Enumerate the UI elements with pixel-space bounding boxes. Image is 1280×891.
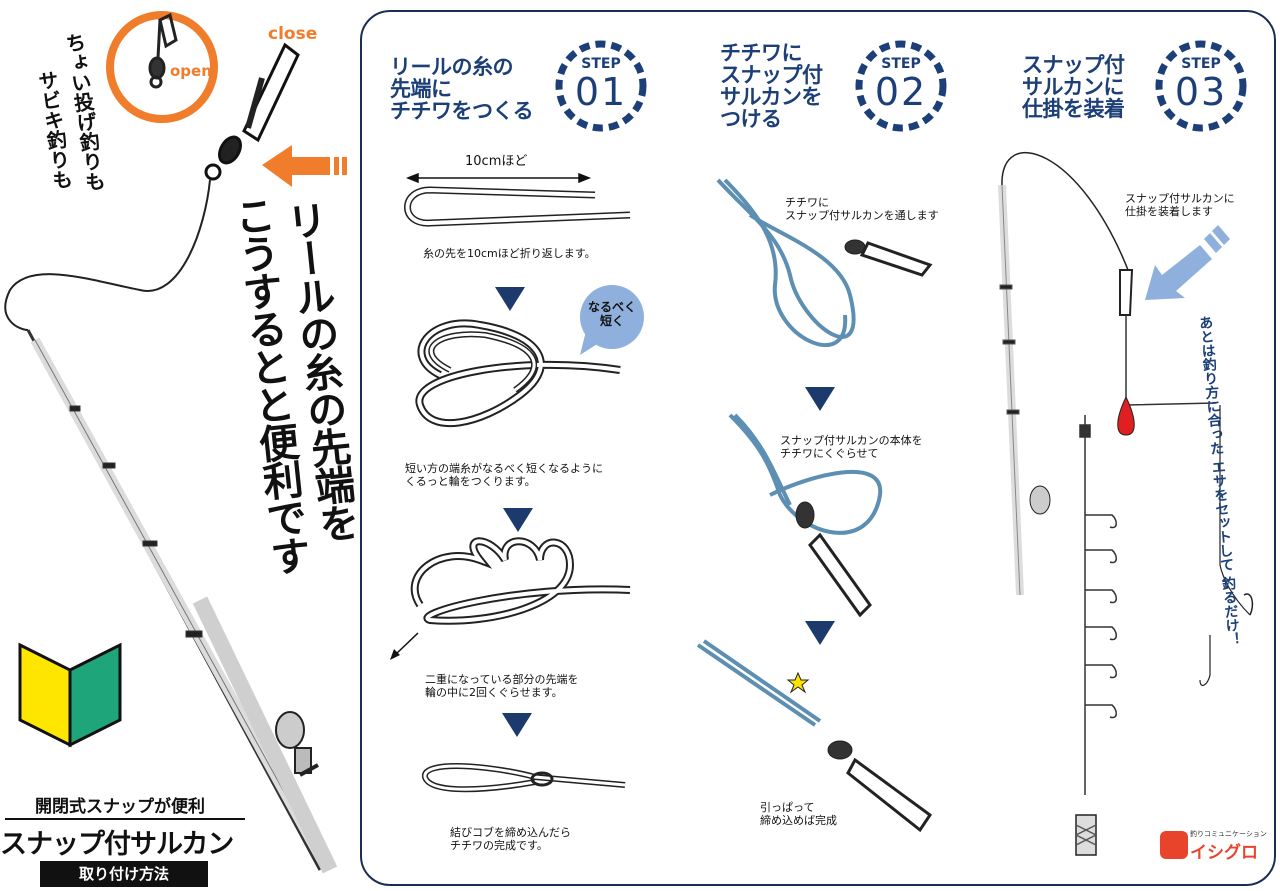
step1-badge-num: 01 xyxy=(574,70,628,114)
step2-badge-num: 02 xyxy=(874,70,928,114)
step2-badge: STEP 02 xyxy=(855,40,947,132)
logo-big-text: イシグロ xyxy=(1190,843,1258,863)
step3-badge-num: 03 xyxy=(1174,70,1228,114)
bottom-bar-title: 取り付け方法 xyxy=(40,861,208,887)
step1-caption-1: 糸の先を10cmほど折り返します。 xyxy=(423,247,596,260)
open-label: open xyxy=(170,62,212,80)
step1-caption-2: 短い方の端糸がなるべく短くなるように くるっと輪をつくります。 xyxy=(405,462,603,488)
orange-arrow-icon xyxy=(262,145,347,187)
step3-illustrations xyxy=(998,151,1254,856)
step3-badge-step: STEP xyxy=(1181,56,1221,72)
ishiguro-logo: 釣りコミュニケーション イシグロ xyxy=(1160,825,1267,865)
beginner-mark-icon xyxy=(18,642,122,748)
step1-title-line: チチワをつくる xyxy=(390,99,534,123)
step2-title: チチワに スナップ付 サルカンを つける xyxy=(720,42,823,130)
step3-title-line: スナップ付 xyxy=(1022,53,1125,77)
step3-title-line: サルカンに xyxy=(1022,75,1124,99)
steps-panel xyxy=(360,10,1276,886)
step2-swivel-1 xyxy=(844,239,933,277)
open-snap-circle xyxy=(106,11,218,123)
step3-caption-1: スナップ付サルカンに 仕掛を装着します xyxy=(1125,192,1235,218)
step1-badge-step: STEP xyxy=(581,56,621,72)
step2-illustrations xyxy=(696,178,933,833)
step1-title-line: 先端に xyxy=(390,77,452,101)
reel-icon xyxy=(275,711,319,777)
step2-title-line: チチワに xyxy=(720,41,802,65)
step1-bubble-text: なるべく 短く xyxy=(587,300,636,328)
step2-swivel-3 xyxy=(827,740,933,833)
step3-badge: STEP 03 xyxy=(1155,40,1247,132)
closed-snap-icon xyxy=(204,42,300,181)
blue-arrow-icon xyxy=(1145,225,1230,300)
open-snap-icon xyxy=(148,12,178,89)
step1-title-line: リールの糸の xyxy=(390,55,514,79)
step1-caption-3: 二重になっている部分の先端を 輪の中に2回くぐらせます。 xyxy=(425,673,579,699)
step1-caption-4: 結びコブを締め込んだら チチワの完成です。 xyxy=(450,826,571,852)
step2-title-line: サルカンを xyxy=(720,85,822,109)
fishing-rod xyxy=(26,329,338,874)
bottom-divider xyxy=(5,818,245,820)
sabiki-rig xyxy=(1075,415,1117,856)
bottom-small-title: 開閉式スナップが便利 xyxy=(35,797,205,817)
step2-title-line: スナップ付 xyxy=(720,63,823,87)
logo-mark-icon xyxy=(1160,831,1188,859)
step1-badge: STEP 01 xyxy=(555,40,647,132)
step3-rod xyxy=(998,184,1051,596)
step2-caption-3: 引っぱって 締め込めば完成 xyxy=(760,801,837,827)
bottom-big-title: スナップ付サルカン xyxy=(0,829,234,860)
logo-small-text: 釣りコミュニケーション xyxy=(1190,830,1267,838)
step1-illustrations xyxy=(390,172,631,793)
step1-title: リールの糸の 先端に チチワをつくる xyxy=(390,55,534,123)
step2-swivel-2 xyxy=(795,501,872,618)
left-illustration xyxy=(4,11,347,874)
close-label: close xyxy=(268,24,318,44)
step2-badge-step: STEP xyxy=(881,56,921,72)
step1-bubble-shape xyxy=(580,285,644,355)
step2-caption-1: チチワに スナップ付サルカンを通します xyxy=(785,196,939,222)
step2-caption-2: スナップ付サルカンの本体を チチワにくぐらせて xyxy=(780,434,923,460)
star-icon xyxy=(786,671,810,694)
step1-length-label: 10cmほど xyxy=(465,154,528,169)
step2-title-line: つける xyxy=(720,107,782,131)
step3-title: スナップ付 サルカンに 仕掛を装着 xyxy=(1022,54,1125,120)
step3-title-line: 仕掛を装着 xyxy=(1022,97,1125,121)
